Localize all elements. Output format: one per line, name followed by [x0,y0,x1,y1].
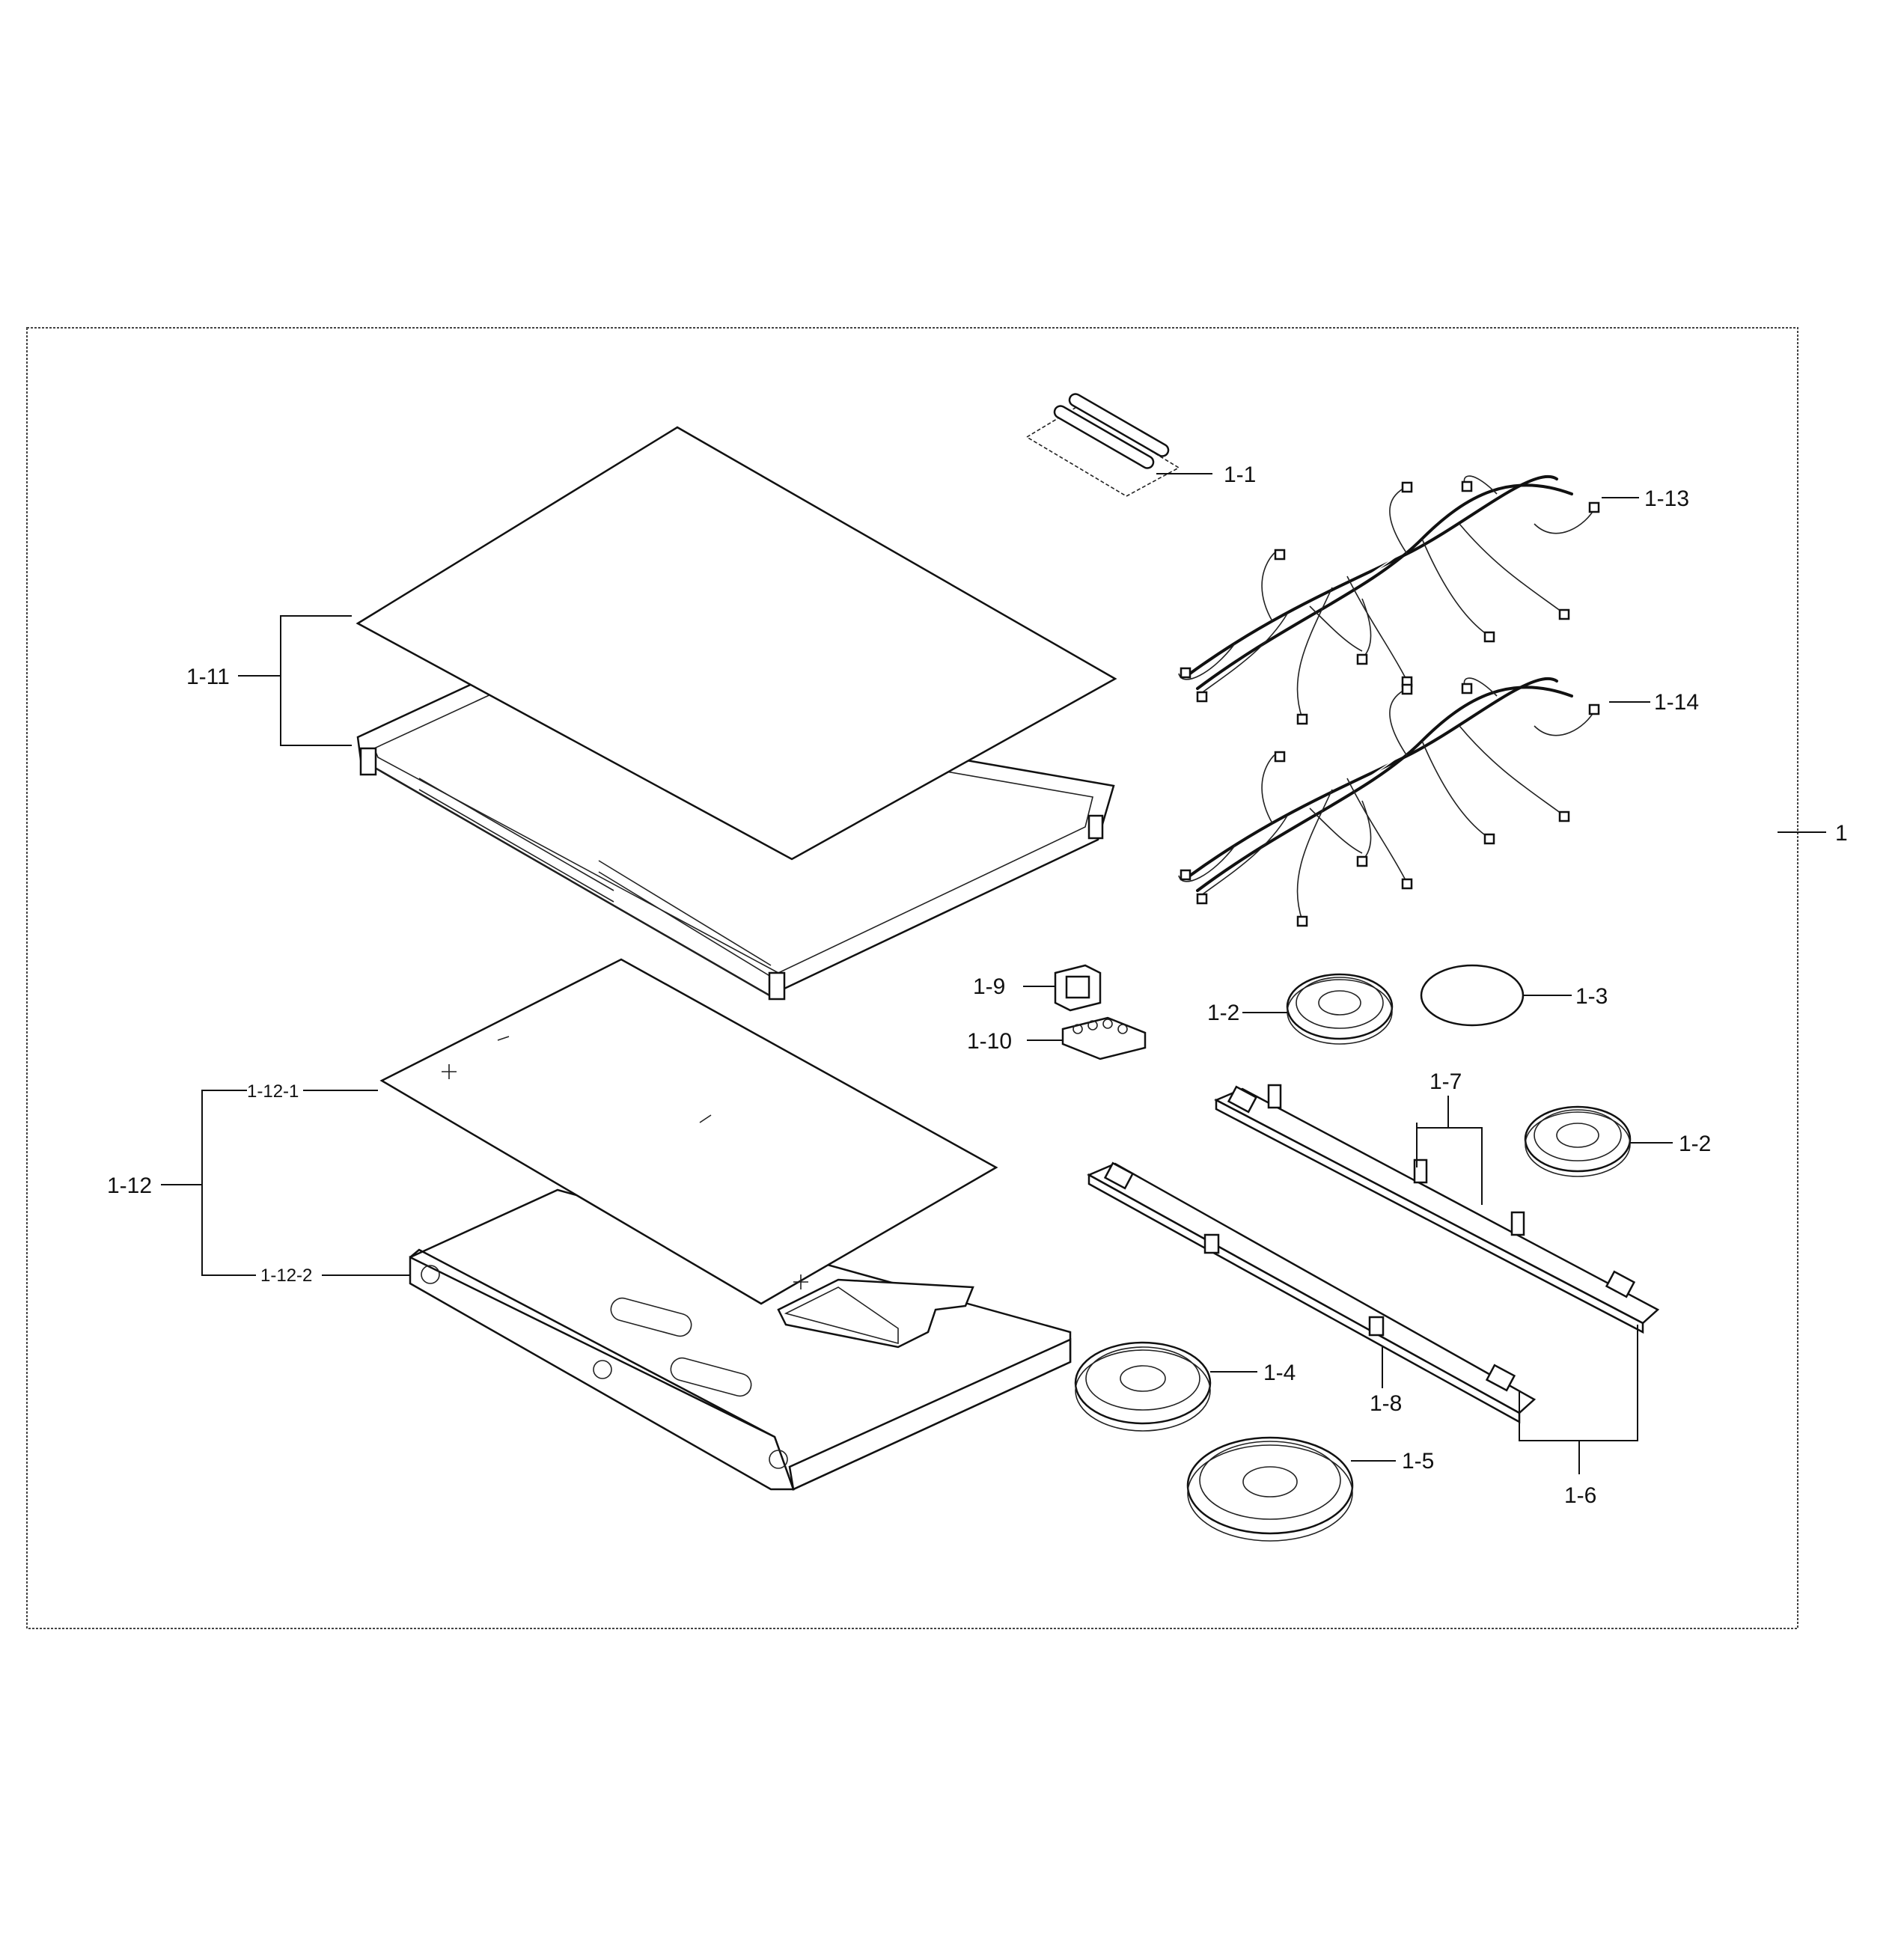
part-1-14-wire-harness[interactable] [1178,677,1600,927]
part-1-10-terminal-block[interactable] [1061,1016,1147,1060]
label-1[interactable]: 1 [1835,821,1848,846]
part-glass-top-frame[interactable] [356,426,1117,1001]
part-cooktop-base[interactable] [379,958,1072,1491]
label-1-14[interactable]: 1-14 [1654,690,1699,715]
part-labels: 1-1 1-13 1-14 1 1-11 1-12 1-12-1 1-12-2 … [107,462,1848,1508]
part-1-6-rail-lower[interactable] [1087,1161,1537,1424]
label-1-10[interactable]: 1-10 [967,1029,1012,1054]
part-1-2-burner-upper[interactable] [1286,973,1394,1045]
label-1-12-1[interactable]: 1-12-1 [247,1081,299,1102]
label-1-9[interactable]: 1-9 [973,974,1005,999]
part-1-1-bracket[interactable] [1025,392,1180,497]
label-1-11[interactable]: 1-11 [186,665,230,689]
label-1-12-2[interactable]: 1-12-2 [260,1266,312,1286]
label-1-1[interactable]: 1-1 [1224,462,1256,487]
part-1-13-wire-harness[interactable] [1178,474,1600,725]
label-1-4[interactable]: 1-4 [1263,1361,1296,1385]
part-1-6-rail-upper[interactable] [1214,1084,1660,1334]
diagram-frame [26,327,1798,1629]
label-1-3[interactable]: 1-3 [1575,984,1608,1009]
part-1-9-terminal[interactable] [1054,964,1102,1012]
leader-lines [161,473,1826,1474]
label-1-8[interactable]: 1-8 [1370,1391,1402,1416]
part-1-5-burner[interactable] [1186,1436,1354,1542]
label-1-2-upper[interactable]: 1-2 [1207,1001,1239,1025]
label-1-6[interactable]: 1-6 [1564,1483,1596,1508]
label-1-2-lower[interactable]: 1-2 [1679,1132,1711,1156]
label-1-5[interactable]: 1-5 [1402,1449,1434,1474]
label-1-7[interactable]: 1-7 [1429,1069,1462,1094]
label-1-13[interactable]: 1-13 [1644,486,1689,511]
part-1-3-disc[interactable] [1420,964,1525,1027]
part-1-4-burner[interactable] [1074,1341,1212,1432]
label-1-12[interactable]: 1-12 [107,1173,152,1198]
part-1-2-burner-lower[interactable] [1524,1105,1632,1177]
